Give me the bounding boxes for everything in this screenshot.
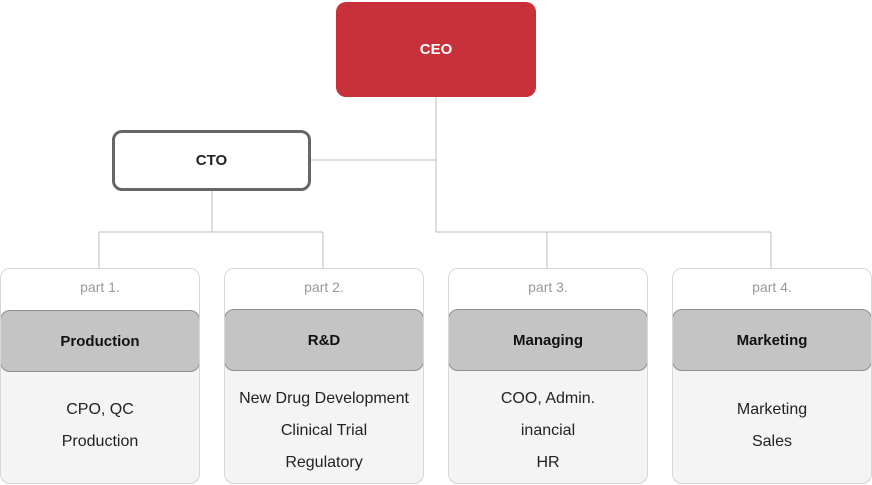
part-card-production: part 1. Production CPO, QC Production (0, 268, 200, 484)
dept-box-marketing: Marketing (673, 309, 871, 371)
dept-label: Marketing (736, 331, 808, 349)
dept-label: Managing (513, 331, 583, 349)
dept-item: inancial (520, 422, 576, 439)
cto-label: CTO (195, 152, 228, 169)
part-label: part 1. (80, 279, 120, 295)
part-label: part 3. (528, 279, 568, 295)
part-card-rd: part 2. R&D New Drug Development Clinica… (224, 268, 424, 484)
ceo-label: CEO (419, 41, 453, 58)
dept-items: CPO, QC Production (1, 394, 199, 458)
dept-item: Sales (751, 433, 793, 450)
dept-box-rd: R&D (225, 309, 423, 371)
cto-box: CTO (112, 130, 311, 191)
part-card-managing: part 3. Managing COO, Admin. inancial HR (448, 268, 648, 484)
dept-item: Production (61, 433, 139, 450)
dept-items: COO, Admin. inancial HR (449, 383, 647, 479)
dept-item: CPO, QC (66, 401, 134, 418)
part-label: part 2. (304, 279, 344, 295)
dept-item: COO, Admin. (500, 390, 596, 407)
dept-box-production: Production (1, 310, 199, 372)
dept-item: Marketing (736, 401, 808, 418)
dept-box-managing: Managing (449, 309, 647, 371)
dept-items: Marketing Sales (673, 394, 871, 458)
dept-item: Clinical Trial (280, 422, 368, 439)
ceo-box: CEO (336, 2, 536, 97)
dept-label: Production (60, 332, 140, 350)
dept-item: Regulatory (285, 454, 363, 471)
part-label: part 4. (752, 279, 792, 295)
dept-item: HR (536, 454, 560, 471)
dept-items: New Drug Development Clinical Trial Regu… (225, 383, 423, 479)
dept-item: New Drug Development (239, 390, 409, 407)
part-card-marketing: part 4. Marketing Marketing Sales (672, 268, 872, 484)
dept-label: R&D (307, 331, 341, 349)
